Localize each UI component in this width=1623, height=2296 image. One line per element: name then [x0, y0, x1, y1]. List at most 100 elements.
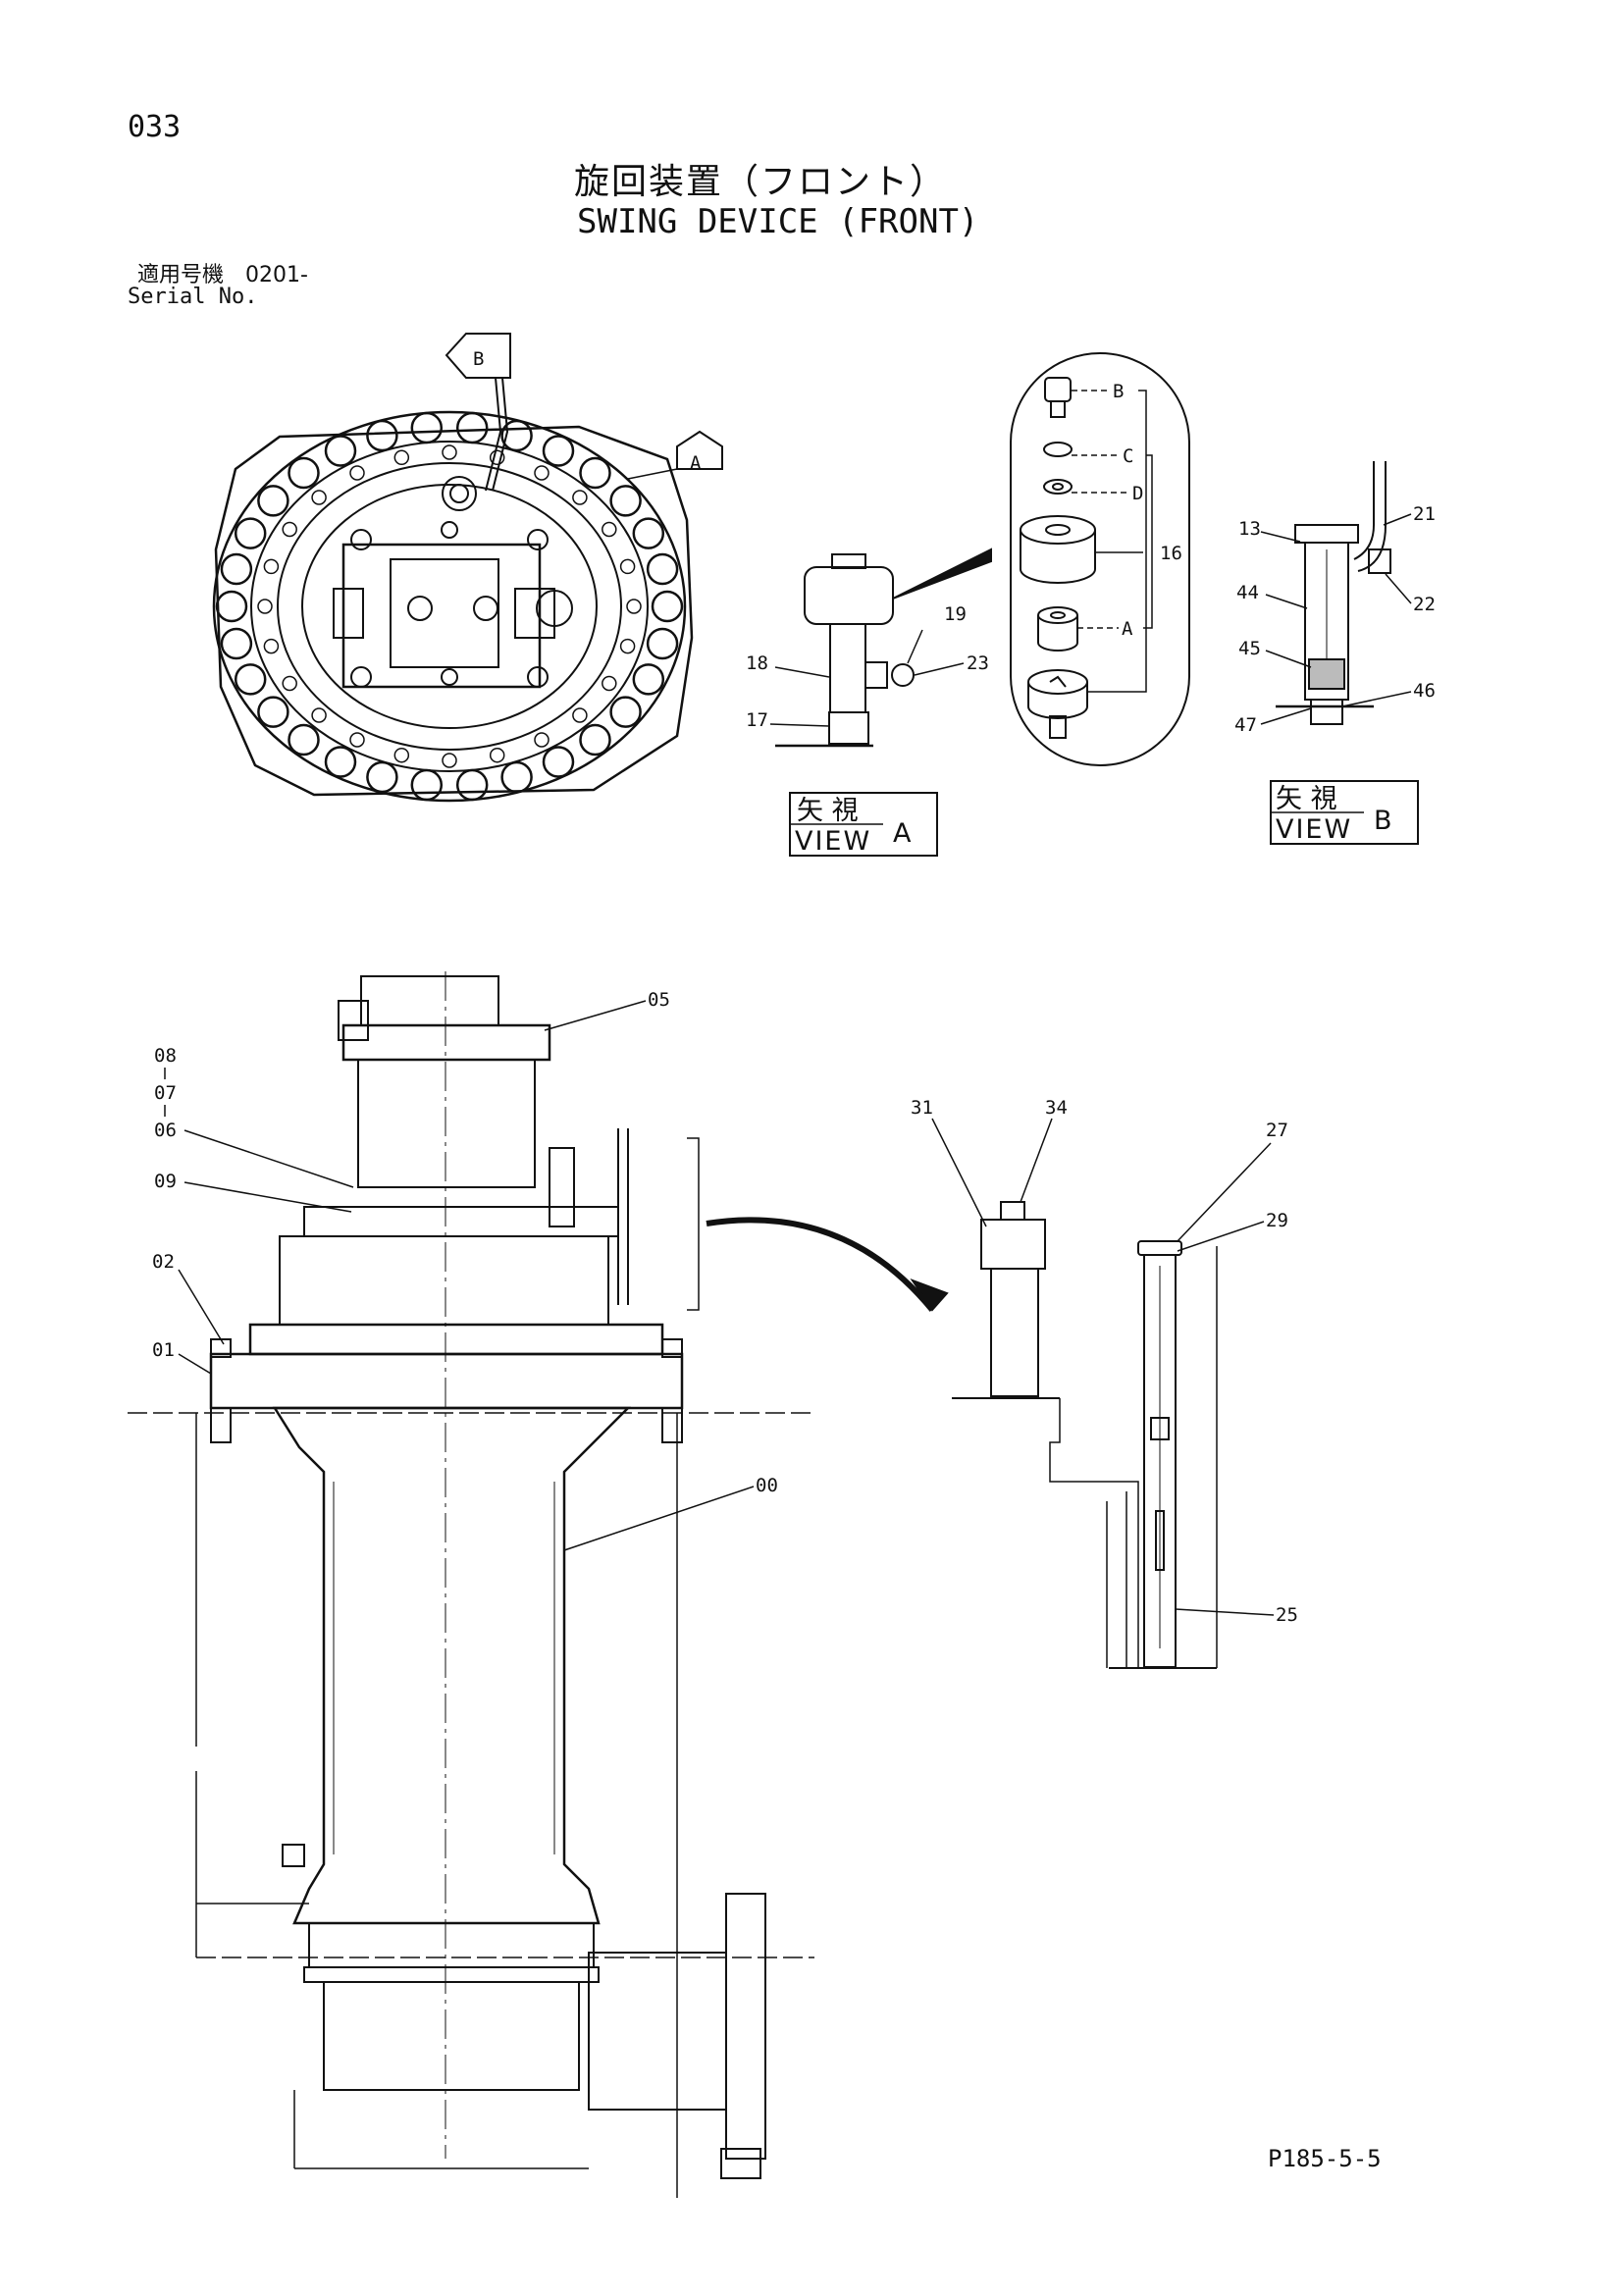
part-label-25: 25	[1276, 1604, 1298, 1626]
part-label-00: 00	[756, 1475, 778, 1496]
view-a-caption-letter: A	[893, 818, 913, 849]
part-label-06: 06	[154, 1120, 177, 1141]
flange-bolt	[366, 419, 398, 452]
part-label-46: 46	[1413, 680, 1436, 702]
view-a-caption: 矢 視 VIEW A	[789, 792, 938, 857]
part-label-19: 19	[944, 603, 967, 625]
inner-bolt	[602, 675, 617, 692]
page-title: SWING DEVICE (FRONT)	[577, 202, 979, 241]
part-label-47: 47	[1234, 714, 1257, 736]
part-label-31: 31	[911, 1097, 933, 1119]
part-label-34: 34	[1045, 1097, 1068, 1119]
part-label-18: 18	[746, 652, 768, 674]
inner-bolt	[311, 490, 327, 505]
part-label-44: 44	[1236, 582, 1259, 603]
serial-label-japanese: 適用号機 0201-	[137, 263, 308, 287]
part-label-c: C	[1123, 445, 1133, 467]
view-a-arrow-label: A	[690, 452, 702, 474]
inner-bolt	[263, 558, 280, 575]
part-label-b: B	[1113, 381, 1124, 402]
page-title-japanese: 旋回装置（フロント）	[574, 162, 948, 202]
part-label-08: 08	[154, 1045, 177, 1067]
view-b-caption: 矢 視 VIEW B	[1270, 780, 1419, 845]
part-label-22: 22	[1413, 594, 1436, 615]
inner-bolt	[263, 638, 280, 654]
part-label-a: A	[1122, 618, 1133, 640]
inner-bolt	[349, 465, 365, 481]
view-a-caption-japanese: 矢 視	[797, 796, 859, 826]
flange-bolt	[632, 517, 665, 549]
flange-bolt	[257, 696, 289, 728]
view-b-arrow: B	[445, 333, 511, 379]
inner-bolt	[602, 521, 617, 538]
bolt-ring-drawing	[215, 411, 684, 802]
flange-bolt	[410, 411, 444, 444]
flange-bolt	[366, 760, 398, 794]
detail-capsule-part-labels: B C D 16 A	[1072, 381, 1182, 693]
flange-bolt	[646, 552, 679, 586]
inner-bolt	[619, 638, 636, 654]
inner-bolt	[626, 599, 642, 614]
view-a-part-labels: 19 18 23 17	[746, 603, 989, 731]
flange-bolt	[542, 435, 575, 467]
flange-bolt	[234, 663, 267, 696]
exploded-detail-capsule	[1010, 352, 1190, 766]
view-b-caption-letter: B	[1374, 806, 1394, 836]
part-label-13: 13	[1238, 518, 1261, 540]
view-b-arrow-label: B	[473, 348, 484, 370]
part-label-d: D	[1132, 483, 1143, 504]
flange-bolt	[288, 456, 320, 490]
inner-bolt	[257, 599, 273, 614]
flange-bolt	[500, 419, 533, 452]
flange-bolt	[324, 435, 357, 467]
inner-bolt	[489, 449, 505, 466]
main-side-view-drawing	[128, 971, 949, 2198]
side-detail-part-labels: 31 34 27 29 25	[911, 1097, 1298, 1626]
top-view-drawing	[212, 377, 694, 803]
inner-bolt	[311, 707, 327, 723]
flange-bolt	[500, 760, 533, 794]
flange-bolt	[220, 552, 253, 586]
flange-bolt	[257, 485, 289, 517]
inner-bolt	[619, 558, 636, 575]
part-label-07: 07	[154, 1082, 177, 1104]
side-detail-drawing	[952, 1201, 1218, 1669]
part-label-21: 21	[1413, 503, 1436, 525]
inner-bolt	[489, 747, 505, 763]
flange-bolt	[542, 746, 575, 778]
part-label-29: 29	[1266, 1210, 1288, 1231]
page-number: 033	[128, 110, 182, 144]
inner-bolt	[393, 747, 410, 763]
inner-bolt	[282, 521, 297, 538]
view-a-caption-text: VIEW	[795, 826, 871, 857]
flange-bolt	[455, 768, 489, 802]
inner-bolt	[572, 707, 588, 723]
flange-bolt	[651, 590, 684, 623]
flange-bolt	[324, 746, 357, 778]
view-b-part-labels: 13 21 44 22 45 46 47	[1234, 503, 1436, 736]
part-label-09: 09	[154, 1171, 177, 1192]
part-label-23: 23	[967, 652, 989, 674]
view-b-caption-japanese: 矢 視	[1276, 784, 1337, 814]
flange-bolt	[632, 663, 665, 696]
view-a-arrow: A	[627, 430, 723, 480]
part-label-02: 02	[152, 1251, 175, 1273]
page-code: P185-5-5	[1268, 2145, 1382, 2172]
flange-bolt	[215, 590, 248, 623]
part-label-45: 45	[1238, 638, 1261, 659]
inner-bolt	[442, 753, 457, 768]
inner-bolt	[349, 732, 365, 748]
flange-bolt	[220, 627, 253, 660]
flange-bolt	[646, 627, 679, 660]
view-a-drawing	[775, 548, 992, 748]
part-label-27: 27	[1266, 1120, 1288, 1141]
flange-bolt	[579, 723, 611, 757]
part-label-05: 05	[648, 989, 670, 1011]
part-label-17: 17	[746, 709, 768, 731]
serial-label: Serial No.	[128, 285, 258, 309]
part-label-16: 16	[1160, 543, 1182, 564]
flange-bolt	[410, 768, 444, 802]
flange-bolt	[455, 411, 489, 444]
